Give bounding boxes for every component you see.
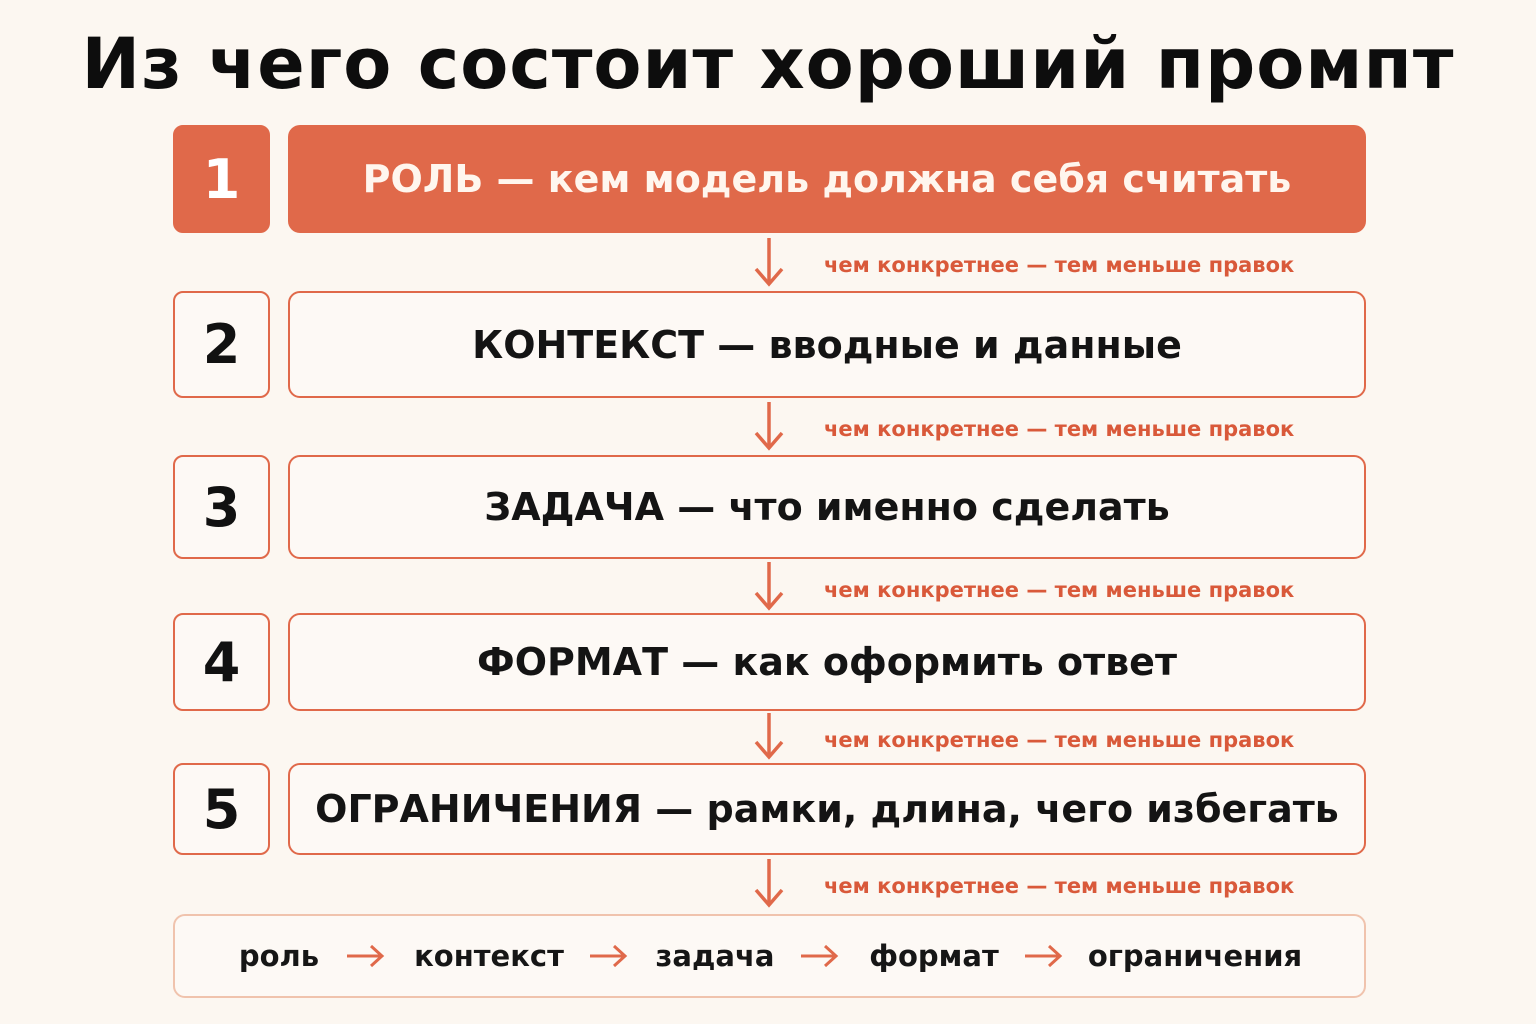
connector-note-2: чем конкретнее — тем меньше правок: [824, 417, 1295, 441]
connector-note-3: чем конкретнее — тем меньше правок: [824, 578, 1295, 602]
down-arrow-icon: [754, 562, 784, 611]
step-4-number: 4: [173, 613, 270, 711]
down-arrow-icon: [754, 402, 784, 451]
summary-bar: роль контекст задача формат ограничения: [173, 914, 1366, 998]
right-arrow-icon: [590, 944, 628, 968]
step-5-number: 5: [173, 763, 270, 855]
right-arrow-icon: [1025, 944, 1063, 968]
step-1-number: 1: [173, 125, 270, 233]
step-3-number: 3: [173, 455, 270, 559]
connector-note-5: чем конкретнее — тем меньше правок: [824, 874, 1295, 898]
right-arrow-icon: [801, 944, 839, 968]
summary-item-context: контекст: [414, 939, 564, 973]
step-5-card: ОГРАНИЧЕНИЯ — рамки, длина, чего избегат…: [288, 763, 1366, 855]
connector-note-4: чем конкретнее — тем меньше правок: [824, 728, 1295, 752]
summary-item-constraints: ограничения: [1087, 939, 1303, 973]
step-1-card: РОЛЬ — кем модель должна себя считать: [288, 125, 1366, 233]
down-arrow-icon: [754, 713, 784, 760]
page-title: Из чего состоит хороший промпт: [81, 23, 1455, 105]
down-arrow-icon: [754, 238, 784, 287]
right-arrow-icon: [347, 944, 385, 968]
down-arrow-icon: [754, 859, 784, 908]
step-4-card: ФОРМАТ — как оформить ответ: [288, 613, 1366, 711]
connector-note-1: чем конкретнее — тем меньше правок: [824, 253, 1295, 277]
step-3-card: ЗАДАЧА — что именно сделать: [288, 455, 1366, 559]
step-5-label: ОГРАНИЧЕНИЯ — рамки, длина, чего избегат…: [315, 787, 1339, 831]
step-4-label: ФОРМАТ — как оформить ответ: [477, 640, 1177, 684]
summary-item-role: роль: [238, 939, 320, 973]
step-2-label: КОНТЕКСТ — вводные и данные: [472, 322, 1182, 367]
step-3-label: ЗАДАЧА — что именно сделать: [484, 485, 1170, 529]
step-2-number: 2: [173, 291, 270, 398]
step-1-label: РОЛЬ — кем модель должна себя считать: [362, 157, 1292, 201]
summary-item-task: задача: [655, 939, 775, 973]
step-2-card: КОНТЕКСТ — вводные и данные: [288, 291, 1366, 398]
summary-item-format: формат: [869, 939, 999, 973]
